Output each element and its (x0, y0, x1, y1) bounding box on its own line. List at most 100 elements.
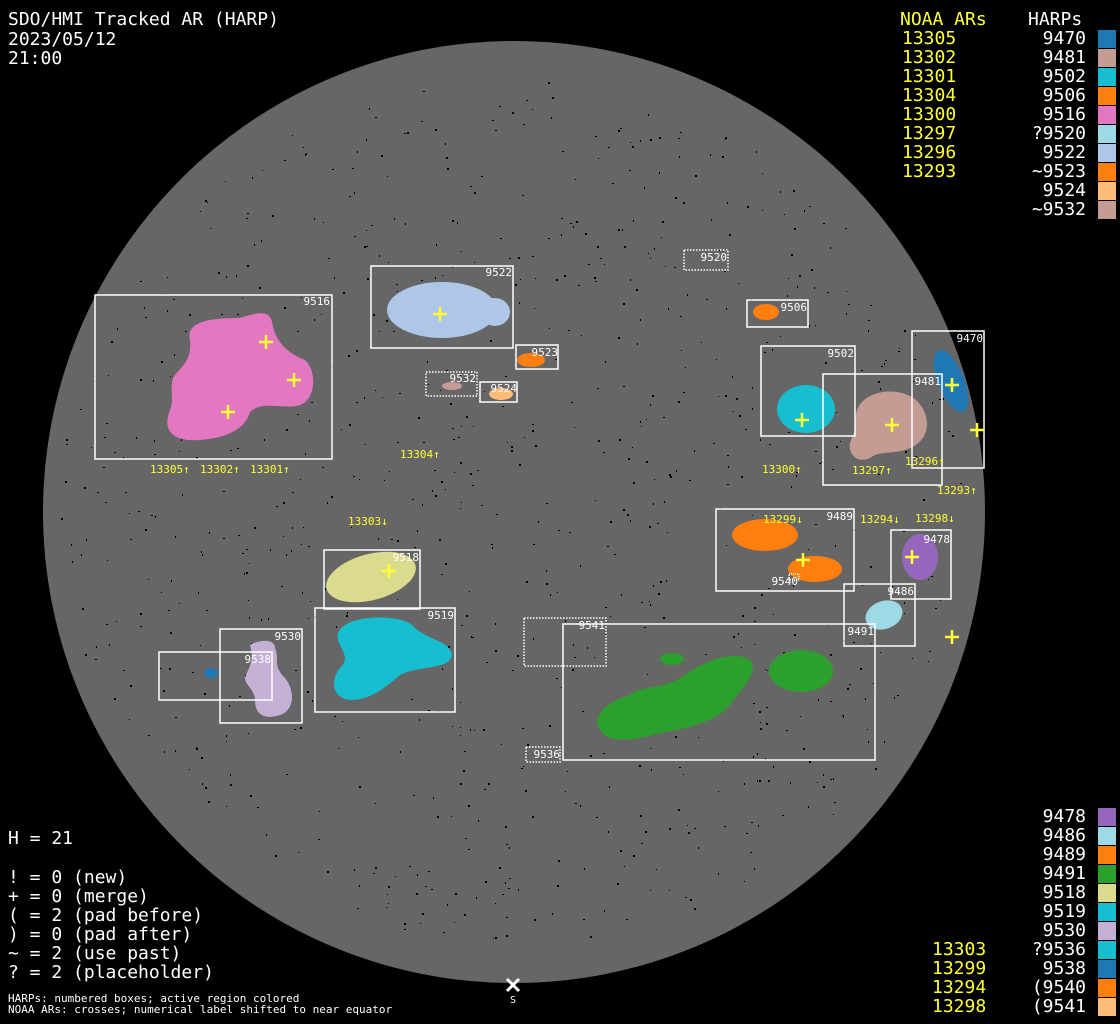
speckle (417, 874, 418, 876)
speckle (923, 499, 925, 501)
harp-box-9502[interactable] (760, 345, 856, 437)
speckle (823, 774, 824, 776)
stat-line: ? = 2 (placeholder) (8, 962, 214, 983)
harp-box-9470[interactable] (911, 330, 985, 469)
speckle (223, 538, 225, 539)
harp-box-9541[interactable] (523, 617, 607, 667)
speckle (460, 727, 461, 728)
speckle (511, 450, 513, 452)
harp-box-9540[interactable] (788, 573, 800, 581)
speckle (352, 168, 354, 169)
harp-box-9506[interactable] (746, 299, 809, 328)
speckle (621, 594, 622, 596)
speckle (758, 825, 759, 827)
speckle (678, 401, 680, 403)
speckle (202, 554, 203, 556)
speckle (298, 852, 299, 853)
speckle (153, 380, 154, 382)
noaa-cross-icon (795, 413, 809, 427)
speckle (174, 354, 175, 356)
noaa-cross-icon (259, 335, 273, 349)
speckle (375, 117, 377, 118)
harp-box-9532[interactable] (425, 371, 478, 397)
speckle (585, 233, 587, 235)
speckle (169, 668, 171, 670)
harp-box-9524[interactable] (479, 381, 518, 403)
speckle (754, 621, 756, 622)
harp-box-9486[interactable] (843, 583, 916, 647)
speckle (821, 462, 823, 463)
harp-box-9536[interactable] (525, 746, 561, 763)
speckle (248, 733, 249, 734)
speckle (508, 888, 510, 889)
speckle (894, 697, 895, 699)
harp-box-9519[interactable] (314, 607, 456, 713)
speckle (687, 294, 688, 296)
speckle (428, 384, 429, 385)
speckle (741, 476, 743, 478)
speckle (598, 440, 600, 442)
speckle (442, 275, 443, 276)
noaa-label: 13303↓ (348, 515, 388, 528)
harp-box-9522[interactable] (370, 265, 514, 349)
speckle (670, 476, 672, 478)
speckle (689, 480, 691, 481)
speckle (170, 632, 172, 634)
speckle (698, 847, 699, 849)
harp-box-9478[interactable] (890, 529, 952, 600)
speckle (556, 279, 558, 281)
harp-box-9518[interactable] (323, 549, 421, 610)
speckle (238, 535, 240, 536)
speckle (571, 402, 573, 403)
harp-box-9523[interactable] (515, 344, 559, 370)
speckle (140, 613, 142, 615)
speckle (640, 421, 641, 423)
speckle (347, 612, 348, 614)
speckle (728, 466, 729, 468)
speckle (218, 272, 220, 274)
speckle (472, 637, 474, 638)
harp-box-9516[interactable] (94, 294, 333, 460)
harp-box-9520[interactable] (683, 249, 729, 271)
color-swatch (1098, 902, 1116, 921)
noaa-label: 13296↑ (905, 455, 945, 468)
speckle (286, 774, 288, 775)
speckle (247, 213, 249, 214)
speckle (623, 509, 625, 511)
speckle (154, 454, 156, 455)
speckle (650, 890, 651, 891)
speckle (151, 515, 153, 516)
speckle (698, 737, 699, 738)
speckle (658, 593, 660, 595)
speckle (948, 431, 950, 432)
speckle (411, 699, 413, 700)
harp-box-9530[interactable] (219, 628, 303, 724)
speckle (249, 617, 250, 619)
noaa-list-item: 13300 (902, 104, 957, 125)
speckle (97, 492, 99, 493)
harp-box-9481[interactable] (822, 373, 943, 486)
speckle (808, 806, 809, 808)
time: 21:00 (8, 48, 63, 69)
speckle (420, 923, 421, 924)
speckle (245, 675, 246, 676)
speckle (654, 479, 655, 480)
speckle (830, 779, 832, 780)
speckle (464, 914, 466, 916)
speckle (311, 402, 313, 403)
harp-box-9489[interactable] (715, 508, 855, 592)
speckle (618, 229, 620, 231)
harp-box-9538[interactable] (158, 651, 273, 701)
harp-box-9491[interactable] (562, 623, 876, 761)
speckle (386, 320, 388, 322)
speckle (351, 527, 352, 528)
speckle (356, 402, 358, 403)
speckle (86, 539, 87, 541)
speckle (452, 726, 453, 727)
speckle (546, 570, 547, 572)
speckle (633, 220, 634, 222)
speckle (915, 335, 916, 336)
speckle (230, 774, 231, 776)
speckle (726, 545, 727, 546)
